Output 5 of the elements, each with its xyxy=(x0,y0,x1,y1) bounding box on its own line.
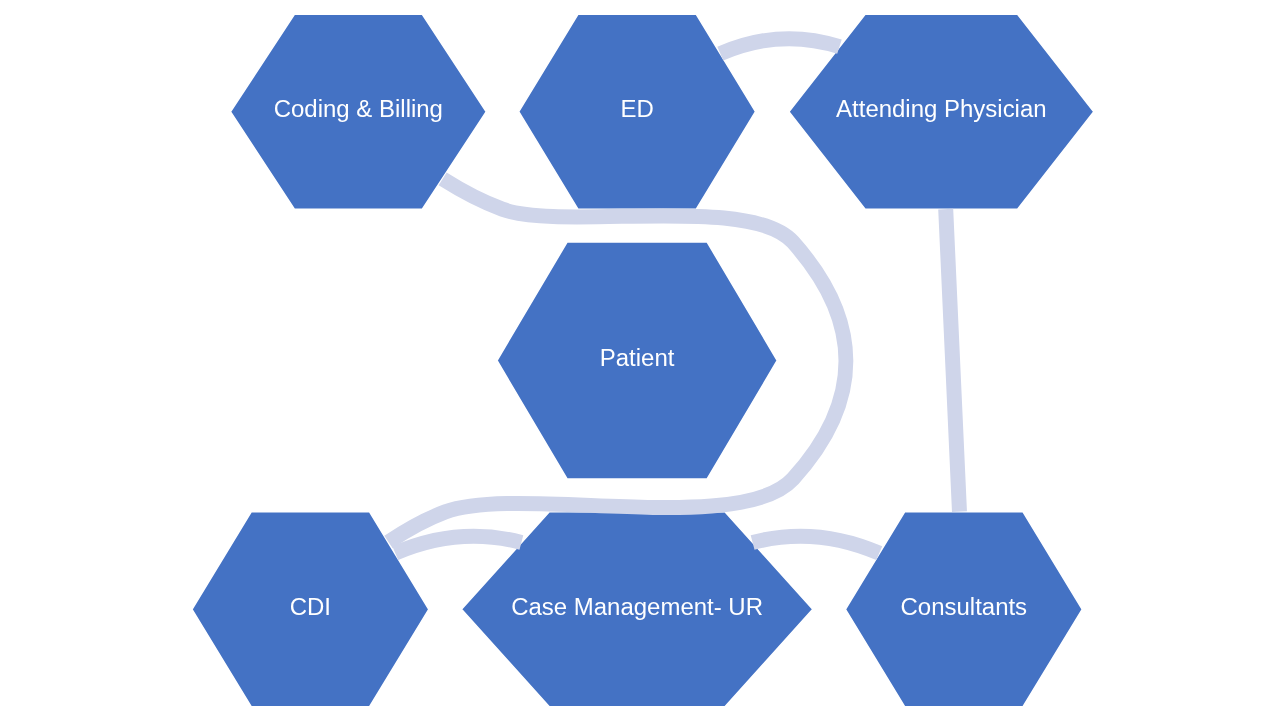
connector xyxy=(750,528,882,561)
connector xyxy=(392,528,523,561)
connector xyxy=(937,208,967,513)
connector xyxy=(383,172,853,549)
connector xyxy=(717,31,842,61)
